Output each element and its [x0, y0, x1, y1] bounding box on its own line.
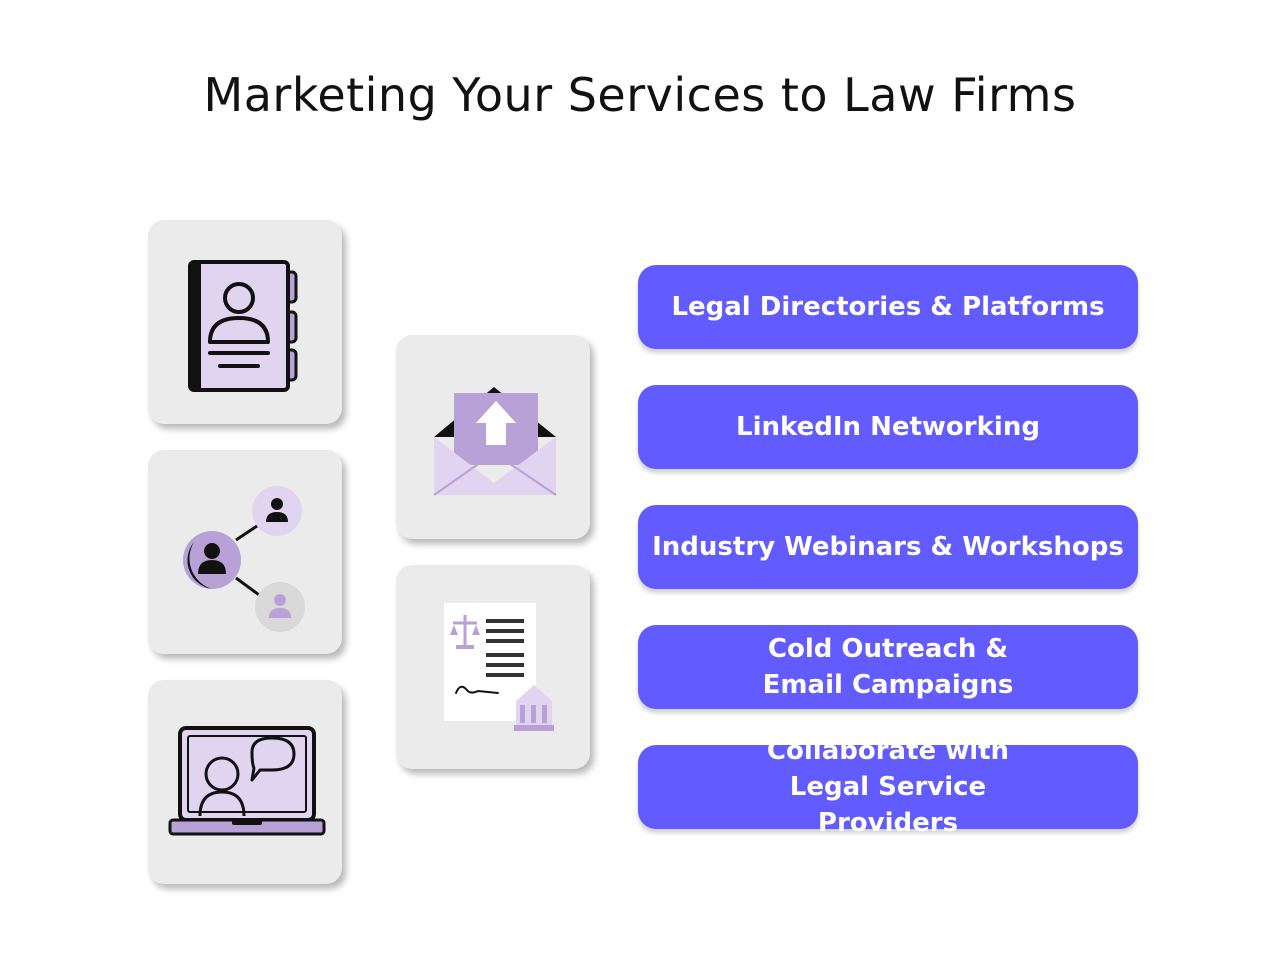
- network-people-icon: [183, 486, 305, 632]
- video-call-laptop-icon: [168, 726, 326, 836]
- pill-label: Collaborate with Legal Service Providers: [766, 736, 1010, 838]
- tile-network: [148, 450, 342, 654]
- tile-address-book: [148, 220, 342, 424]
- pill-legal-directories: Legal Directories & Platforms: [638, 265, 1138, 349]
- pill-label: Legal Directories & Platforms: [671, 292, 1105, 322]
- pill-label: LinkedIn Networking: [736, 412, 1040, 442]
- legal-document-icon: [444, 603, 554, 731]
- page-title: Marketing Your Services to Law Firms: [203, 68, 1077, 122]
- tile-legal-document: [396, 565, 590, 769]
- address-book-icon: [188, 260, 298, 392]
- pill-industry-webinars: Industry Webinars & Workshops: [638, 505, 1138, 589]
- tile-email: [396, 335, 590, 539]
- pill-cold-outreach: Cold Outreach & Email Campaigns: [638, 625, 1138, 709]
- pill-linkedin-networking: LinkedIn Networking: [638, 385, 1138, 469]
- pill-collaborate-providers: Collaborate with Legal Service Providers: [638, 736, 1138, 838]
- pill-label: Cold Outreach & Email Campaigns: [762, 634, 1014, 700]
- pill-label: Industry Webinars & Workshops: [652, 532, 1124, 562]
- email-upload-icon: [433, 387, 557, 496]
- tile-video-call: [148, 680, 342, 884]
